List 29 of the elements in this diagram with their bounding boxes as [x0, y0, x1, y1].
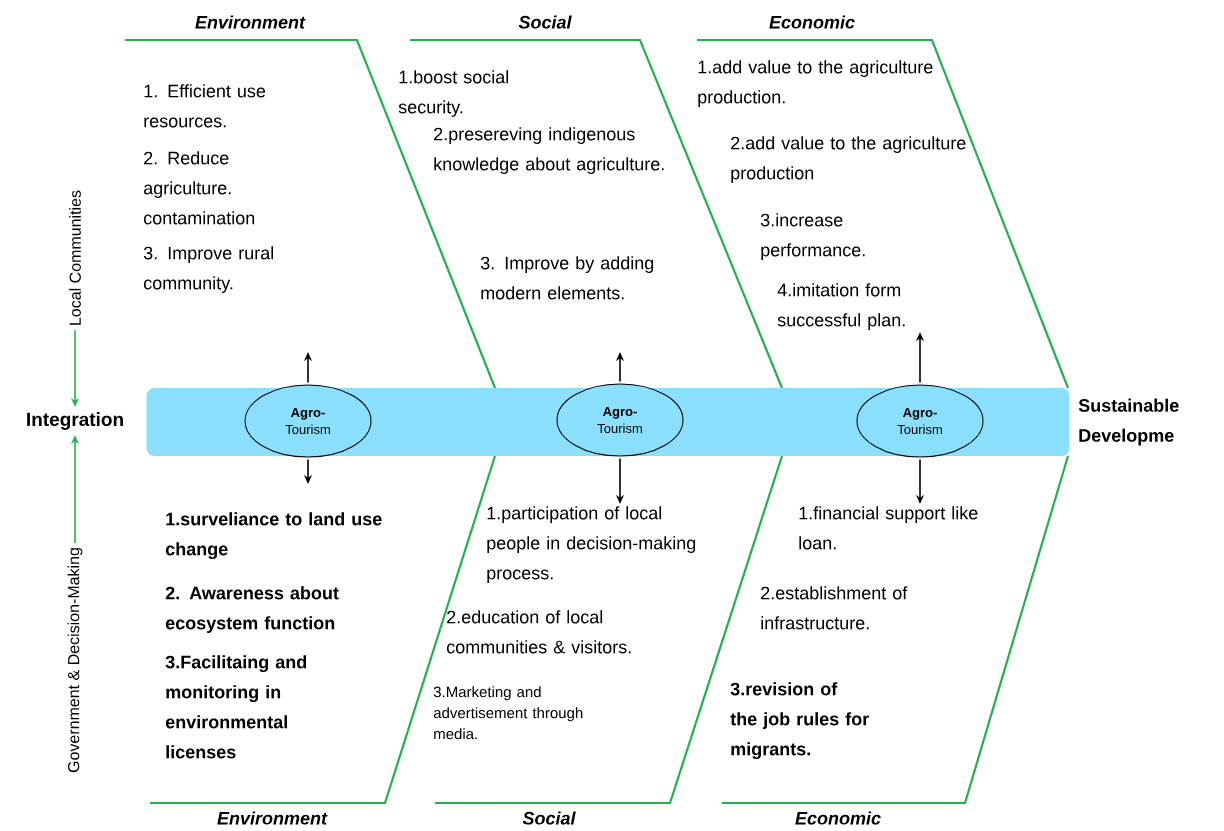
item-text: 3.Facilitaing and monitoring in environmental licenses — [165, 655, 307, 759]
item-text: 1.financial support like loan. — [799, 506, 978, 550]
item-text: 3.revision of the job rules for migrants. — [730, 682, 869, 760]
item-text: 2.education of local communities & visitors. — [446, 610, 631, 654]
item-text: 1.participation of local people in decision-making process. — [487, 506, 696, 583]
item-text: 1.boost social security. — [398, 70, 509, 117]
item-text: 3.Marketing and advertisement through media. — [433, 686, 583, 740]
side-label: Local Communities — [69, 190, 81, 325]
item-text: 2.establishment of infrastructure. — [761, 586, 908, 630]
category-heading: Environment — [217, 811, 328, 825]
item-text: 3.increase performance. — [760, 213, 865, 260]
item-text: 4.imitation form successful plan. — [777, 283, 905, 330]
category-heading: Social — [522, 811, 576, 825]
item-text: 2. Reduce agriculture. contamination — [143, 151, 255, 225]
item-text: 3. Improve by adding modern elements. — [480, 256, 654, 300]
category-heading: Environment — [195, 15, 306, 29]
category-heading: Economic — [769, 15, 855, 29]
category-heading: Economic — [795, 811, 881, 825]
item-text: 1. Efficient use resources. — [144, 84, 266, 128]
item-text: 1.add value to the agriculture production. — [698, 60, 933, 107]
outcome-label: Sustainable Developme — [1078, 398, 1179, 446]
integration-label: Integration — [27, 412, 123, 430]
item-text: 2.presereving indigenous knowledge about agriculture. — [434, 127, 664, 174]
item-text: 3. Improve rural community. — [143, 246, 273, 293]
side-label: Government & Decision-Making — [67, 548, 83, 773]
item-text: 2.add value to the agriculture production — [731, 136, 966, 183]
item-text: 1.surveliance to land use change — [165, 512, 382, 560]
category-heading: Social — [518, 15, 572, 29]
item-text: 2. Awareness about ecosystem function — [165, 586, 339, 633]
